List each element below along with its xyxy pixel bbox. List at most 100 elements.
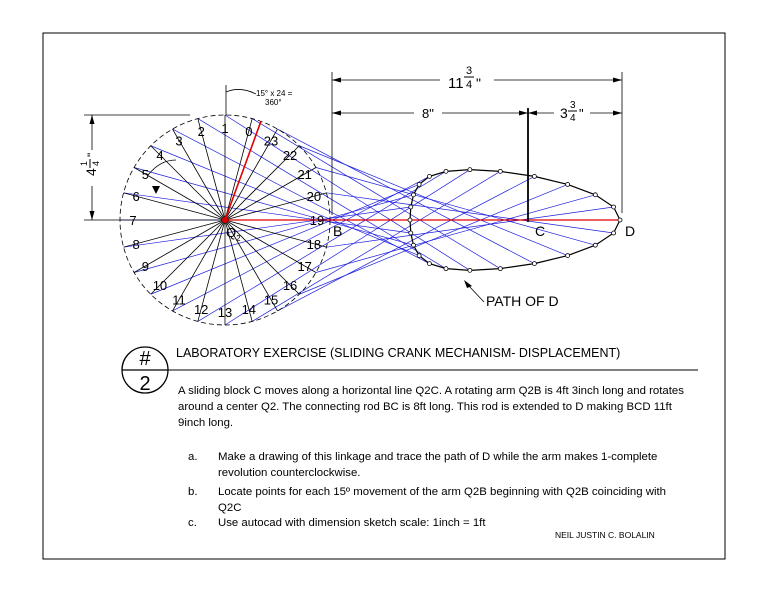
angle-label: 17	[297, 259, 311, 274]
angle-label: 22	[283, 148, 297, 163]
angle-note: 15° x 24 = 360°	[256, 89, 293, 107]
svg-text:4: 4	[466, 79, 472, 91]
connecting-rod	[315, 194, 596, 273]
angle-label: 20	[307, 189, 321, 204]
angle-label: 9	[142, 259, 149, 274]
crank-spoke	[224, 118, 253, 221]
svg-text:4: 4	[570, 113, 576, 124]
path-leader	[467, 284, 485, 303]
badge-number: 2	[139, 373, 150, 395]
connecting-rod	[315, 167, 596, 246]
crank-spoke	[133, 219, 226, 273]
dim-overall-text: 11 3 4 "	[448, 65, 481, 92]
path-point	[443, 266, 449, 272]
angle-label: 6	[133, 189, 140, 204]
crank-arm	[224, 121, 262, 221]
item-marker: a.	[188, 451, 198, 463]
connecting-rod	[197, 118, 447, 269]
crank-spoke	[224, 145, 300, 221]
crank-spoke	[197, 118, 226, 221]
connecting-rod	[299, 184, 568, 295]
dim-radius-text: 4 1 4 "	[79, 153, 101, 176]
angle-label: 8	[133, 237, 140, 252]
connecting-rod	[277, 176, 535, 312]
path-point	[443, 168, 449, 174]
point-c-label: C	[535, 223, 545, 239]
angle-label: 1	[221, 121, 228, 136]
crank-spoke	[172, 219, 226, 312]
point-d-label: D	[625, 223, 635, 239]
connecting-rod	[251, 118, 501, 269]
angle-label: 18	[307, 237, 321, 252]
crank-spoke	[224, 192, 327, 221]
crank-spoke	[197, 219, 226, 322]
path-point	[407, 217, 413, 223]
path-point	[617, 217, 623, 223]
crank-spoke	[123, 192, 226, 221]
item-text: Use autocad with dimension sketch scale:…	[218, 517, 486, 529]
crank-spoke	[172, 128, 226, 221]
author-name: NEIL JUSTIN C. BOLALIN	[555, 530, 655, 540]
path-point	[411, 242, 416, 248]
crank-spoke	[224, 219, 278, 312]
angle-label: 23	[264, 133, 278, 148]
exercise-title: LABORATORY EXERCISE (SLIDING CRANK MECHA…	[176, 346, 621, 360]
connecting-rod	[133, 167, 414, 246]
svg-text:": "	[579, 106, 584, 121]
path-of-d	[407, 167, 623, 273]
badge-hash: #	[139, 348, 151, 370]
angle-label: 2	[198, 124, 205, 139]
svg-text:3: 3	[466, 65, 472, 77]
angle-label: 12	[194, 302, 208, 317]
svg-text:": "	[476, 75, 481, 91]
crank-spoke	[123, 219, 226, 248]
exercise-description: A sliding block C moves along a horizont…	[178, 385, 684, 429]
connecting-rod	[150, 145, 420, 256]
connecting-rod	[133, 194, 414, 273]
path-point	[408, 204, 414, 210]
path-point	[565, 253, 571, 259]
crank-spoke	[224, 167, 317, 221]
connecting-rod	[123, 192, 411, 234]
angle-note-arc	[225, 89, 257, 95]
path-point	[611, 230, 617, 236]
angle-label: 4	[156, 148, 163, 163]
connecting-rod	[326, 206, 614, 248]
angle-label: 15	[264, 293, 278, 308]
path-point	[427, 173, 432, 179]
connecting-rod	[172, 128, 430, 264]
path-point	[497, 266, 503, 272]
connecting-rod	[172, 176, 430, 312]
angle-label: 3	[175, 133, 182, 148]
angle-label: 5	[142, 167, 149, 182]
crank-spoke	[224, 128, 278, 221]
path-point	[467, 167, 473, 173]
crank-spoke	[150, 145, 226, 221]
connecting-rod	[150, 184, 420, 295]
rotation-arc	[147, 159, 177, 176]
angle-label: 0	[245, 124, 252, 139]
item-marker: c.	[188, 517, 197, 529]
svg-text:11: 11	[448, 75, 464, 92]
crank-spoke	[133, 167, 226, 221]
path-label: PATH OF D	[486, 293, 559, 309]
crank-spoke	[224, 219, 300, 295]
path-point	[532, 173, 537, 179]
angle-label: 19	[310, 213, 324, 228]
crank-spoke	[224, 219, 253, 322]
crank-spoke	[150, 219, 226, 295]
angle-label: 14	[242, 302, 256, 317]
center-label: Q2	[226, 225, 241, 243]
svg-text:1: 1	[79, 161, 89, 166]
connecting-rod	[277, 128, 535, 264]
path-point	[592, 242, 598, 248]
connecting-rod	[251, 171, 501, 322]
svg-text:4: 4	[83, 168, 99, 176]
rotation-arrow	[152, 186, 160, 194]
svg-text:4: 4	[91, 161, 101, 166]
path-point	[416, 181, 422, 187]
item-text: Make a drawing of this linkage and trace…	[218, 451, 658, 479]
path-point	[611, 204, 617, 210]
